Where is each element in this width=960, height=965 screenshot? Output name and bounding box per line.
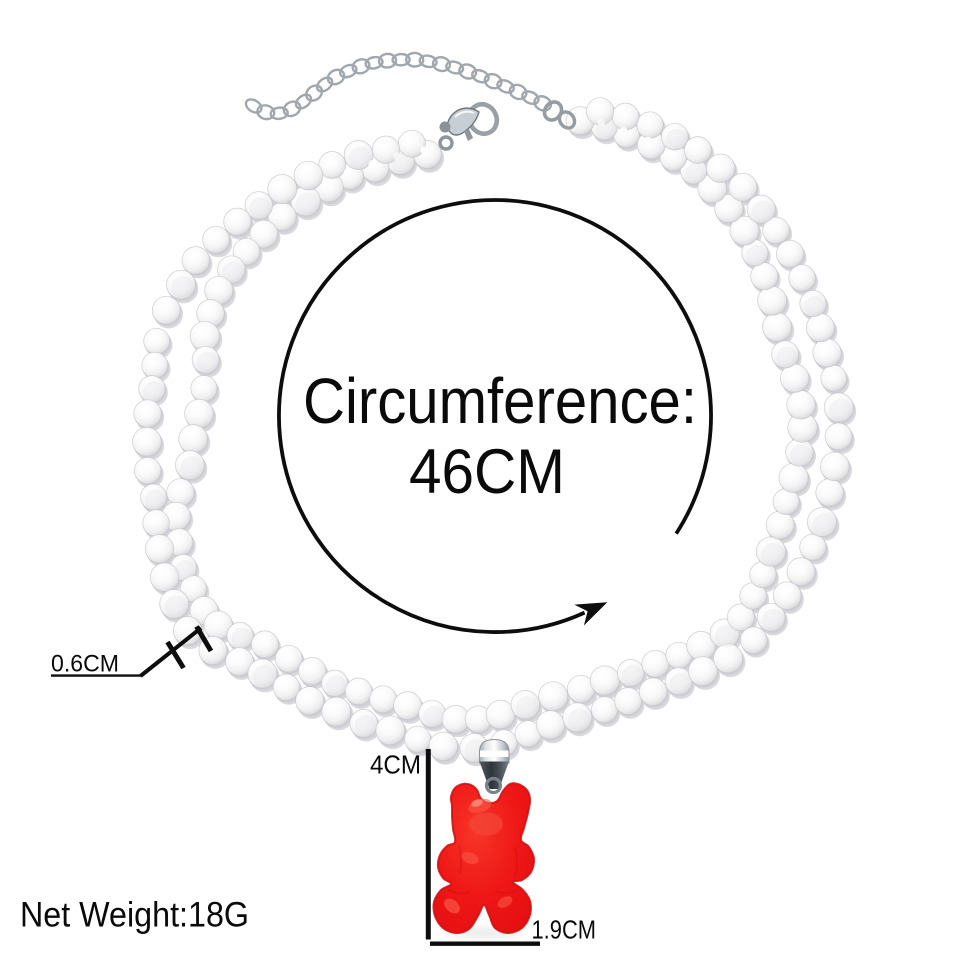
svg-text:0.6CM: 0.6CM [51,651,119,678]
svg-text:Net Weight:18G: Net Weight:18G [20,896,249,935]
svg-text:46CM: 46CM [409,437,565,507]
svg-text:4CM: 4CM [370,752,421,780]
svg-text:1.9CM: 1.9CM [532,917,597,945]
svg-text:Circumference:: Circumference: [303,365,697,437]
